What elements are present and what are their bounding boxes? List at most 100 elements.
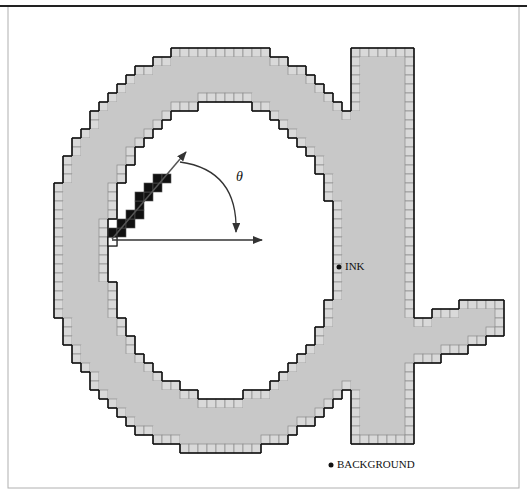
ink-pixel xyxy=(297,93,306,102)
ink-pixel xyxy=(333,372,342,381)
ink-pixel xyxy=(387,174,396,183)
contour-edge xyxy=(342,110,351,112)
boundary-pixel xyxy=(162,57,171,66)
ink-pixel xyxy=(396,336,405,345)
contour-edge xyxy=(179,381,181,390)
contour-edge xyxy=(243,452,252,454)
ink-pixel xyxy=(261,93,270,102)
contour-edge xyxy=(441,308,450,310)
ink-pixel xyxy=(387,381,396,390)
boundary-pixel xyxy=(198,399,207,408)
contour-edge xyxy=(134,345,136,354)
ink-pixel xyxy=(342,147,351,156)
ink-pixel xyxy=(108,111,117,120)
ink-pixel xyxy=(171,426,180,435)
ink-pixel xyxy=(477,309,486,318)
ink-pixel xyxy=(369,291,378,300)
ink-pixel xyxy=(81,174,90,183)
ink-pixel xyxy=(90,192,99,201)
contour-edge xyxy=(288,65,297,67)
ink-pixel xyxy=(144,399,153,408)
ink-pixel xyxy=(180,408,189,417)
ink-pixel xyxy=(333,183,342,192)
contour-edge xyxy=(314,156,316,165)
ink-pixel xyxy=(378,75,387,84)
contour-edge xyxy=(287,435,289,444)
contour-edge xyxy=(468,299,477,301)
ink-pixel xyxy=(369,210,378,219)
ink-pixel xyxy=(288,84,297,93)
ink-pixel xyxy=(270,102,279,111)
ink-pixel xyxy=(378,156,387,165)
ink-pixel xyxy=(342,291,351,300)
ink-pixel xyxy=(315,138,324,147)
ink-pixel xyxy=(351,336,360,345)
ink-pixel xyxy=(441,336,450,345)
contour-edge xyxy=(279,371,288,373)
contour-edge xyxy=(413,183,415,192)
boundary-pixel xyxy=(54,246,63,255)
contour-edge xyxy=(98,390,100,399)
ink-pixel xyxy=(333,138,342,147)
contour-edge xyxy=(305,345,307,354)
contour-edge xyxy=(260,444,262,453)
boundary-pixel xyxy=(234,93,243,102)
ink-pixel xyxy=(171,417,180,426)
ink-pixel xyxy=(243,57,252,66)
contour-edge xyxy=(143,354,145,363)
contour-edge xyxy=(117,83,126,85)
boundary-pixel xyxy=(216,93,225,102)
ink-pixel xyxy=(378,66,387,75)
boundary-pixel xyxy=(135,354,144,363)
direction-line xyxy=(112,152,186,239)
contour-edge xyxy=(279,56,288,58)
contour-edge xyxy=(413,84,415,93)
ink-pixel xyxy=(315,381,324,390)
boundary-pixel xyxy=(252,390,261,399)
contour-edge xyxy=(170,111,172,120)
contour-edge xyxy=(269,48,271,57)
ink-pixel xyxy=(378,57,387,66)
ink-pixel xyxy=(360,417,369,426)
boundary-pixel xyxy=(333,255,342,264)
boundary-pixel xyxy=(450,309,459,318)
ink-pixel xyxy=(387,300,396,309)
ink-pixel xyxy=(135,111,144,120)
contour-edge xyxy=(413,111,415,120)
boundary-pixel xyxy=(54,201,63,210)
ink-pixel xyxy=(369,75,378,84)
ink-pixel xyxy=(432,336,441,345)
ink-pixel xyxy=(360,372,369,381)
ink-pixel xyxy=(342,282,351,291)
ink-pixel xyxy=(468,318,477,327)
ink-pixel xyxy=(108,129,117,138)
ink-pixel xyxy=(441,327,450,336)
ink-pixel xyxy=(153,102,162,111)
boundary-pixel xyxy=(153,372,162,381)
ink-pixel xyxy=(288,102,297,111)
boundary-pixel xyxy=(450,345,459,354)
ink-pixel xyxy=(72,219,81,228)
contour-edge xyxy=(333,398,342,400)
boundary-pixel xyxy=(459,345,468,354)
contour-edge xyxy=(306,425,315,427)
contour-edge xyxy=(413,426,415,435)
ink-pixel xyxy=(378,102,387,111)
ink-pixel xyxy=(234,426,243,435)
ink-pixel xyxy=(423,345,432,354)
contour-edge xyxy=(71,354,73,363)
ink-pixel xyxy=(99,336,108,345)
ink-pixel xyxy=(369,111,378,120)
boundary-pixel xyxy=(63,165,72,174)
ink-pixel xyxy=(333,309,342,318)
ink-pixel xyxy=(117,345,126,354)
boundary-pixel xyxy=(207,48,216,57)
ink-pixel xyxy=(279,66,288,75)
ink-pixel xyxy=(306,372,315,381)
ink-pixel xyxy=(189,435,198,444)
contour-edge xyxy=(153,128,162,130)
ink-pixel xyxy=(72,183,81,192)
ink-pixel xyxy=(90,282,99,291)
contour-edge xyxy=(503,300,505,309)
boundary-pixel xyxy=(369,435,378,444)
